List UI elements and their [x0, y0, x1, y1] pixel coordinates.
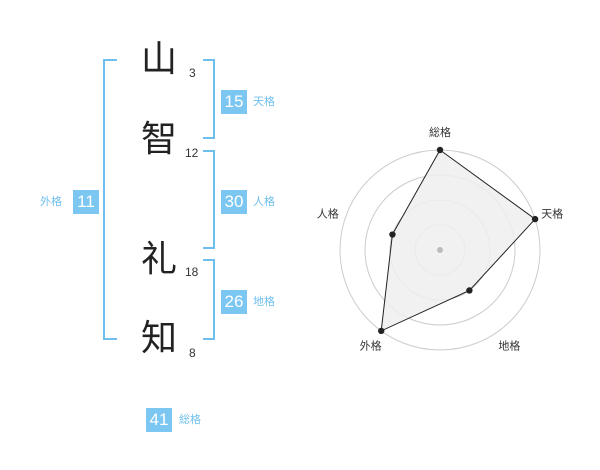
stroke-count-3: 18	[185, 265, 199, 279]
radar-point-3	[466, 287, 473, 294]
name-char-1: 山	[141, 39, 178, 80]
gaikaku-value-badge: 11	[73, 190, 99, 214]
radar-point-1	[436, 146, 444, 154]
name-char-3: 礼	[141, 239, 178, 280]
stroke-count-4: 8	[189, 346, 196, 360]
name-char-2: 智	[141, 119, 178, 160]
radar-data-area	[380, 149, 536, 332]
chikaku-label: 地格	[253, 295, 275, 308]
radar-axis-label-1: 総格	[429, 125, 451, 139]
radar-axis-label-3: 地格	[498, 338, 520, 352]
jinkaku-value-badge: 30	[221, 190, 247, 214]
radar-point-2	[531, 215, 539, 223]
radar-center-dot	[437, 247, 443, 253]
stroke-count-2: 12	[185, 146, 199, 160]
chikaku-value-badge: 26	[221, 290, 247, 314]
radar-point-4	[378, 327, 385, 335]
radar-point-5	[389, 231, 396, 238]
radar-axis-label-2: 天格	[541, 207, 563, 221]
gaikaku-bracket	[103, 59, 117, 340]
jinkaku-label: 人格	[253, 195, 275, 208]
soukaku-value-badge: 41	[146, 408, 172, 432]
tenkaku-value-badge: 15	[221, 90, 247, 114]
chikaku-bracket	[203, 259, 215, 340]
tenkaku-label: 天格	[253, 95, 275, 108]
radar-axis-label-5: 人格	[317, 207, 339, 221]
gaikaku-label: 外格	[40, 195, 62, 208]
jinkaku-bracket	[203, 150, 215, 249]
soukaku-label: 総格	[179, 413, 201, 426]
name-char-4: 知	[141, 318, 178, 359]
tenkaku-bracket	[203, 59, 215, 139]
radar-axis-label-4: 外格	[360, 338, 382, 352]
stroke-count-1: 3	[189, 66, 196, 80]
